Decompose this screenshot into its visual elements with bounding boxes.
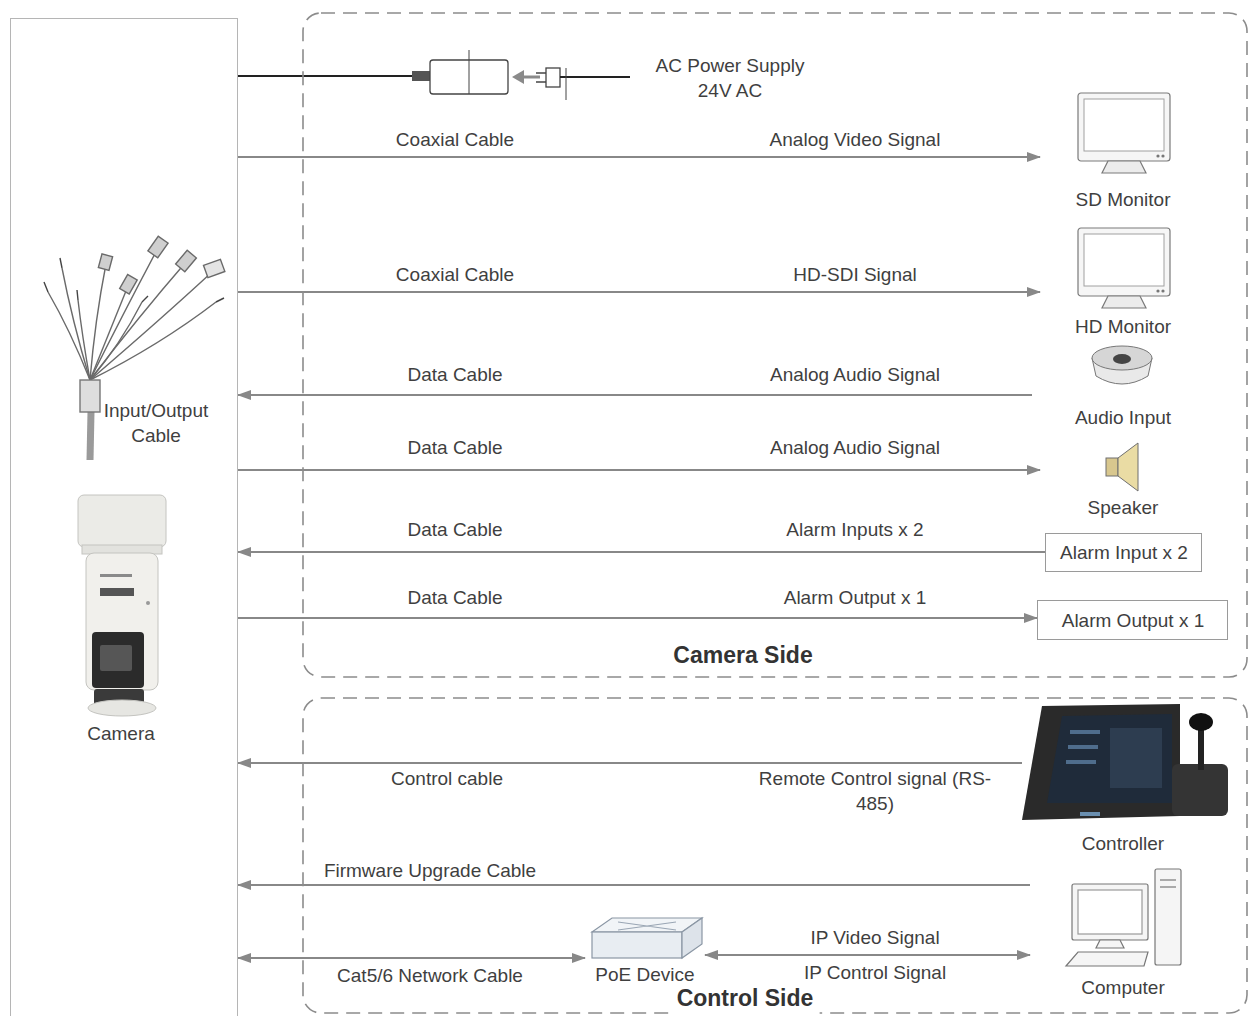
signal-label: Analog Video Signal: [767, 128, 944, 153]
hd-monitor-icon: [1078, 228, 1170, 308]
microphone-icon: [1092, 346, 1152, 384]
region-band: AC Power Supply 24V AC SD Monitor HD Monit…: [302, 12, 1248, 678]
signal-arrow: [238, 617, 1037, 619]
computer-device: Computer: [1030, 866, 1215, 1002]
node-label: Camera: [87, 722, 155, 747]
signal-label: Analog Audio Signal: [767, 436, 943, 461]
cable-label: Data Cable: [404, 436, 505, 461]
speaker-icon: [1106, 443, 1138, 491]
region-outline: [302, 12, 1248, 678]
power-cord: [238, 75, 405, 77]
signal-label: HD-SDI Signal: [790, 263, 920, 288]
region-band: ControllerComputer PoE DeviceControl Side: [302, 697, 1248, 1014]
signal-label: Remote Control signal (RS-485): [752, 767, 998, 816]
signal-label: Analog Audio Signal: [767, 363, 943, 388]
controller-device: Controller: [1022, 698, 1237, 858]
signal-arrow: [238, 551, 1045, 553]
signal-arrow: [238, 156, 1040, 158]
poe-device: PoE Device: [585, 916, 705, 990]
controller-icon: [1022, 704, 1228, 820]
sd-monitor-icon: [1078, 93, 1170, 173]
region-title: Control Side: [671, 984, 820, 1014]
alarm-box: Alarm Output x 1: [1037, 600, 1228, 640]
ac-adapter-illustration: [405, 50, 630, 100]
power-adapter: AC Power Supply 24V AC: [405, 48, 815, 108]
signal-arrow: [238, 762, 1022, 764]
network-arrow: [705, 954, 1030, 956]
node-label: HD Monitor: [1075, 315, 1171, 340]
node-label: Speaker: [1088, 496, 1159, 521]
computer-icon: [1066, 869, 1181, 966]
region-outline-path: [303, 698, 1247, 1013]
signal-label: Firmware Upgrade Cable: [321, 859, 539, 884]
poe-device-icon: [592, 918, 702, 958]
node-label: Alarm Output x 1: [1062, 609, 1205, 634]
node-label: Alarm Input x 2: [1060, 541, 1188, 566]
node-label: AC Power Supply 24V AC: [645, 54, 815, 103]
signal-label: Alarm Output x 1: [781, 586, 930, 611]
camera-illustration: [78, 495, 166, 716]
monitor-device: HD Monitor: [1040, 222, 1205, 340]
signal-label: Cat5/6 Network Cable: [334, 964, 526, 989]
network-arrow: [238, 957, 585, 959]
signal-arrow: [238, 884, 1030, 886]
node-label: Input/Output Cable: [81, 399, 231, 448]
node-label: Audio Input: [1075, 406, 1171, 431]
monitor-device: SD Monitor: [1040, 88, 1205, 214]
cable-label: Coaxial Cable: [393, 263, 517, 288]
signal-arrow: [238, 394, 1032, 396]
signal-arrow: [238, 291, 1040, 293]
cable-label: Control cable: [388, 767, 506, 792]
node-label: SD Monitor: [1075, 188, 1170, 213]
equipment-panel: Input/Output CableCamera: [10, 18, 238, 1016]
signal-label: IP Video Signal: [807, 926, 942, 951]
alarm-box: Alarm Input x 2: [1045, 533, 1202, 572]
node-label: Computer: [1081, 976, 1164, 1001]
cable-label: Data Cable: [404, 586, 505, 611]
cable-label: Data Cable: [404, 363, 505, 388]
cable-label: Data Cable: [404, 518, 505, 543]
signal-arrow: [238, 469, 1040, 471]
microphone-device: Audio Input: [1032, 340, 1212, 432]
node-label: Controller: [1082, 832, 1164, 857]
signal-label: IP Control Signal: [801, 961, 949, 986]
signal-label: Alarm Inputs x 2: [783, 518, 926, 543]
region-title: Camera Side: [667, 641, 818, 671]
cable-label: Coaxial Cable: [393, 128, 517, 153]
region-outline: [302, 697, 1248, 1014]
speaker-device: Speaker: [1040, 435, 1205, 522]
region-outline-path: [303, 13, 1247, 677]
